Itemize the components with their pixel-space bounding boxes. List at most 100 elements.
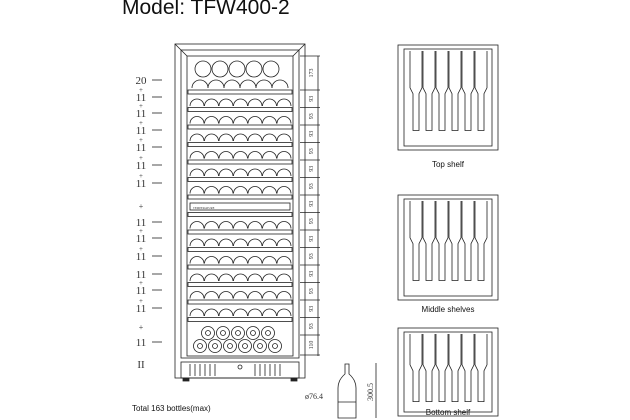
bottle-end [208, 339, 222, 353]
bottle-end [189, 221, 205, 229]
bottle-profile [474, 51, 488, 131]
bottle-end [233, 291, 248, 299]
bottle-neck [272, 343, 278, 349]
bottle-end [189, 238, 205, 247]
caption-top-shelf: Top shelf [431, 160, 465, 169]
row-count: 11 [136, 303, 147, 315]
bottle-end [245, 60, 263, 78]
dimension-label: 93 [309, 253, 315, 259]
bottle-diameter: ø76.4 [305, 392, 323, 401]
bottle-end [218, 168, 234, 177]
bottle-end [238, 339, 252, 353]
bottle-end [218, 238, 234, 247]
bottle-end [231, 326, 245, 340]
bottle-end [194, 60, 212, 78]
bottle-end [218, 133, 234, 142]
bottle-end [276, 291, 292, 299]
bottle-end [262, 98, 277, 107]
bottle-end [204, 98, 219, 107]
bottle-profile [474, 334, 488, 402]
bottle-end [228, 60, 246, 78]
bottle-end [276, 168, 292, 177]
bottle-end [276, 221, 292, 229]
row-count: + [139, 323, 144, 332]
bottle-end [189, 151, 205, 159]
bottle-end [233, 116, 248, 124]
brand-logo: TEMPERATURE [193, 206, 215, 210]
bottle-end [247, 291, 263, 299]
bottle-end [223, 339, 237, 353]
bottle-end [218, 98, 234, 107]
row-plus: + [139, 245, 143, 253]
bottle-profile [409, 51, 423, 131]
door-frame [180, 49, 300, 359]
bottle-end [261, 326, 275, 340]
dimension-label: 93 [309, 288, 315, 294]
bottle-profile [435, 201, 449, 281]
bottle-end [262, 116, 277, 124]
bottle-end [247, 221, 263, 229]
bottle-end [204, 221, 219, 229]
bottle-end [276, 116, 292, 124]
row-count: II [137, 359, 145, 371]
bottle-neck [212, 343, 218, 349]
bottle-end [204, 168, 219, 177]
frame-corner [292, 43, 306, 57]
bottle-profile [461, 201, 475, 281]
shelf [187, 247, 293, 252]
bottle-end [276, 273, 292, 282]
bottle-end [218, 308, 234, 317]
bottle-end [233, 98, 248, 107]
shelf [187, 299, 293, 305]
middle-shelf-view [397, 194, 499, 301]
bottle-end [218, 186, 234, 194]
caption-middle-shelves: Middle shelves [421, 305, 475, 314]
bottle-end [253, 339, 267, 353]
row-count: 20 [136, 75, 148, 87]
row-count: 11 [136, 125, 147, 137]
bottle-end [218, 221, 234, 229]
dimension-label: 93 [309, 131, 315, 137]
lock-icon [237, 364, 243, 370]
shelf [187, 177, 293, 182]
bottle-end [276, 238, 292, 247]
row-count: 11 [136, 178, 147, 190]
bottle-end [276, 308, 292, 317]
bottle-profile [461, 51, 475, 131]
dimension-label: 93 [309, 218, 315, 224]
bottle-profile [461, 334, 475, 402]
shelf [187, 159, 293, 165]
bottle-end [204, 256, 219, 264]
dimension-label: 93 [309, 323, 315, 329]
bottle-profile [422, 201, 436, 281]
foot [290, 377, 298, 382]
bottle-end [233, 168, 248, 177]
bottle-neck [242, 343, 248, 349]
bottle-neck [250, 330, 256, 336]
bottle-end [262, 221, 277, 229]
bottle-neck [235, 330, 241, 336]
bottle-profile [448, 334, 462, 402]
row-plus: + [139, 154, 143, 162]
bottle-profile [409, 334, 423, 402]
bottle-end [233, 133, 248, 142]
caption-bottom-shelf: Bottom shelf [425, 408, 471, 417]
base-grille [180, 361, 300, 379]
row-plus: + [139, 86, 143, 94]
bottle-profile [435, 334, 449, 402]
foot [182, 377, 190, 382]
bottle-end [233, 186, 248, 194]
bottle-neck [197, 343, 203, 349]
bottle-end [271, 79, 289, 89]
bottle-end [218, 116, 234, 124]
row-plus: + [139, 227, 143, 235]
bottle-end [233, 238, 248, 247]
row-plus: + [139, 297, 143, 305]
bottle-end [193, 339, 207, 353]
bottle-end [247, 308, 263, 317]
row-count: 11 [136, 233, 147, 245]
bottle-end [246, 326, 260, 340]
shelf [187, 89, 293, 95]
bottle-end [223, 79, 241, 89]
bottle-end [233, 273, 248, 282]
